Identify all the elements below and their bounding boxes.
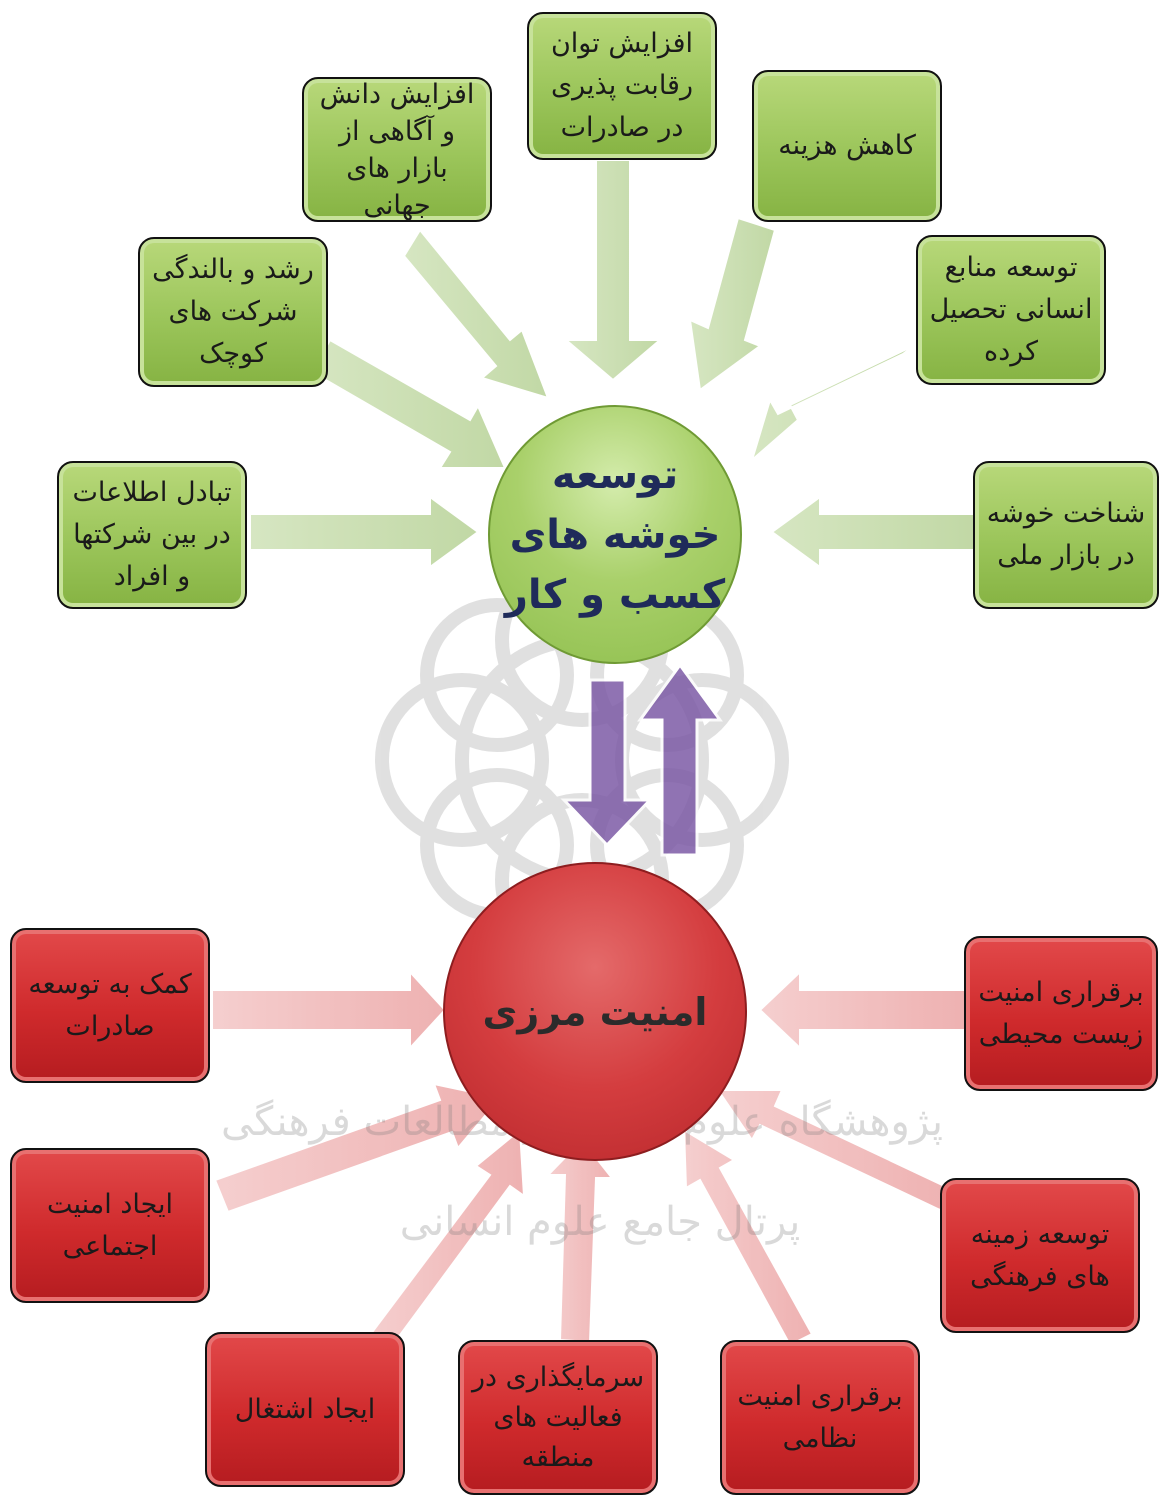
red-box-culture: توسعه زمینه های فرهنگی (940, 1178, 1140, 1333)
green-box-competition: افزایش توان رقابت پذیری در صادرات (527, 12, 717, 160)
red-box-military: برقراری امنیت نظامی (720, 1340, 920, 1495)
green-arrows (249, 159, 976, 569)
green-box-national: شناخت خوشه در بازار ملی (973, 461, 1159, 609)
circle-line2: خوشه های (509, 511, 721, 558)
watermark-line2: پرتال جامع علوم انسانی (400, 1199, 801, 1245)
red-box-env: برقراری امنیت زیست محیطی (964, 936, 1158, 1091)
arrow-jobs (368, 1127, 526, 1348)
bidirectional-arrows (560, 662, 723, 857)
green-box-knowledge: افزایش دانش و آگاهی از بازار های جهانی (302, 77, 492, 222)
red-box-social: ایجاد امنیت اجتماعی (10, 1148, 210, 1303)
arrow-social (213, 1082, 502, 1214)
green-box-growth: رشد و بالندگی شرکت های کوچک (138, 237, 328, 387)
red-box-jobs: ایجاد اشتغال (205, 1332, 405, 1487)
border-security-circle: امنیت مرزی (443, 862, 747, 1161)
arrow-env (758, 969, 966, 1051)
arrow-growth (310, 338, 507, 469)
arrow-military (682, 1128, 814, 1347)
arrow-cost (688, 216, 777, 392)
arrow-culture (716, 1089, 957, 1212)
arrow-human (750, 344, 916, 464)
arrow-up (637, 662, 723, 857)
arrow-export (211, 969, 447, 1051)
green-box-human: توسعه منابع انسانی تحصیل کرده (916, 235, 1106, 385)
green-box-cost: کاهش هزینه (752, 70, 942, 222)
red-arrows (211, 969, 966, 1348)
arrow-exchange (249, 495, 480, 569)
red-box-invest: سرمایگذاری در فعالیت های منطقه (458, 1340, 658, 1495)
arrow-competition (563, 159, 663, 382)
circle-line1: توسعه (551, 451, 679, 498)
arrow-national (770, 495, 976, 569)
green-box-exchange: تبادل اطلاعات در بین شرکتها و افراد (57, 461, 247, 609)
arrow-down (560, 678, 654, 848)
business-cluster-circle: توسعه خوشه های کسب و کار (488, 405, 742, 664)
arrow-knowledge (402, 228, 550, 400)
circle-line3: کسب و کار (504, 571, 726, 618)
circle-label: امنیت مرزی (482, 989, 708, 1034)
red-box-export: کمک به توسعه صادرات (10, 928, 210, 1083)
